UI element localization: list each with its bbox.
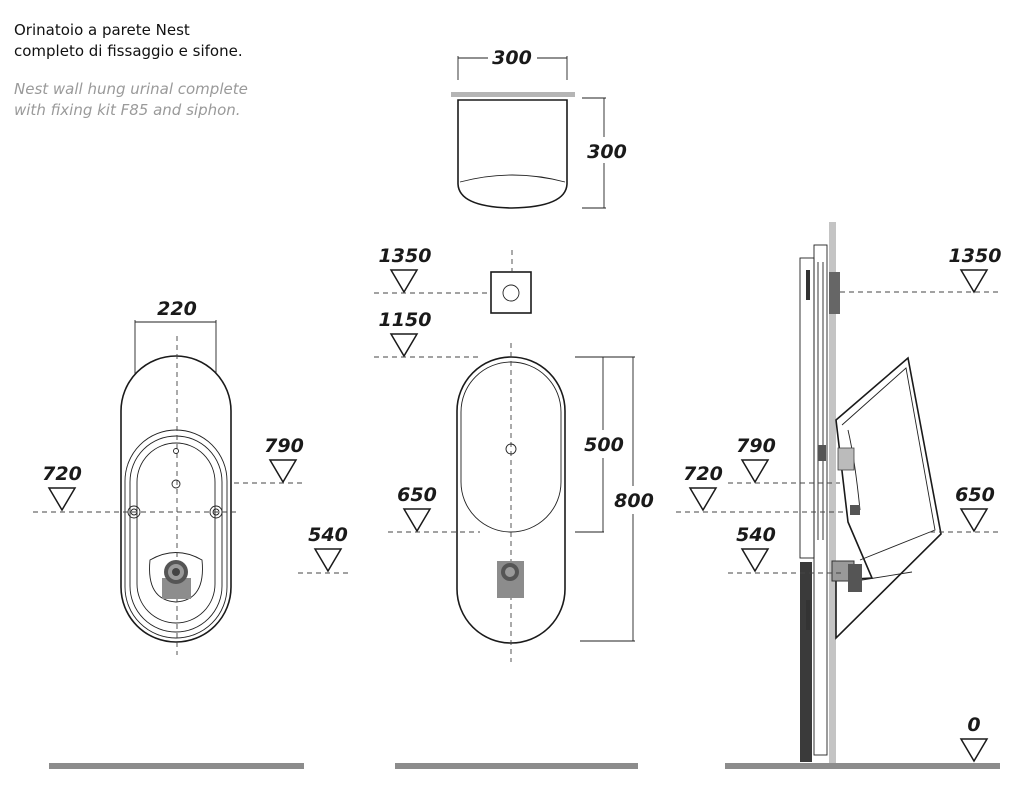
side-urinal-profile (835, 356, 942, 640)
level-marker-icon (47, 487, 77, 512)
level-marker-icon (740, 548, 770, 573)
top-wall-plate (451, 92, 575, 97)
front-level-650-label: 650 (397, 484, 437, 506)
level-marker-icon (740, 459, 770, 484)
side-level-540-label: 540 (736, 524, 776, 546)
side-mounting-frame (813, 244, 828, 756)
back-level-540-label: 540 (308, 524, 348, 546)
level-marker-icon (959, 269, 989, 294)
level-marker-icon (402, 508, 432, 533)
side-floor-line (725, 763, 1000, 769)
side-level-0-label: 0 (967, 714, 980, 736)
top-width-dimension: 300 (492, 47, 532, 69)
level-marker-icon (389, 269, 419, 294)
side-level-1350-label: 1350 (949, 245, 1002, 267)
back-floor-line (49, 763, 304, 769)
side-level-720-label: 720 (683, 463, 723, 485)
title-italian-line-2: completo di fissaggio e sifone. (14, 42, 243, 60)
flush-valve-box (490, 271, 532, 314)
front-floor-line (395, 763, 638, 769)
front-level-1350-label: 1350 (379, 245, 432, 267)
top-view: 300 300 (451, 47, 627, 209)
back-width-dimension: 220 (157, 298, 197, 320)
title-english-line-2: with fixing kit F85 and siphon. (14, 101, 241, 119)
side-view: 1350 790 720 650 540 0 (676, 222, 1001, 769)
level-marker-icon (389, 333, 419, 358)
top-view-body (457, 99, 568, 209)
title-italian-line-1: Orinatoio a parete Nest (14, 21, 190, 39)
back-view: 220 790 720 540 (33, 298, 352, 769)
title-english-line-1: Nest wall hung urinal complete (14, 80, 248, 98)
back-level-790-label: 790 (264, 435, 304, 457)
front-height-500-dimension: 500 (584, 434, 624, 456)
back-view-outer-body (120, 355, 232, 643)
level-marker-icon (268, 459, 298, 484)
top-depth-dimension: 300 (587, 141, 627, 163)
front-view: 1350 1150 650 500 800 (374, 245, 654, 769)
front-level-1150-label: 1150 (379, 309, 432, 331)
side-frame-leg (800, 562, 812, 762)
title-block: Orinatoio a parete Nest completo di fiss… (14, 20, 334, 121)
level-marker-icon (959, 738, 989, 763)
front-height-800-dimension: 800 (614, 490, 654, 512)
level-marker-icon (313, 548, 343, 573)
side-flush-valve (829, 272, 840, 314)
side-level-790-label: 790 (736, 435, 776, 457)
side-level-650-label: 650 (955, 484, 995, 506)
side-wall (829, 222, 836, 763)
level-marker-icon (688, 487, 718, 512)
level-marker-icon (959, 508, 989, 533)
back-level-720-label: 720 (42, 463, 82, 485)
back-siphon-block (162, 578, 191, 599)
